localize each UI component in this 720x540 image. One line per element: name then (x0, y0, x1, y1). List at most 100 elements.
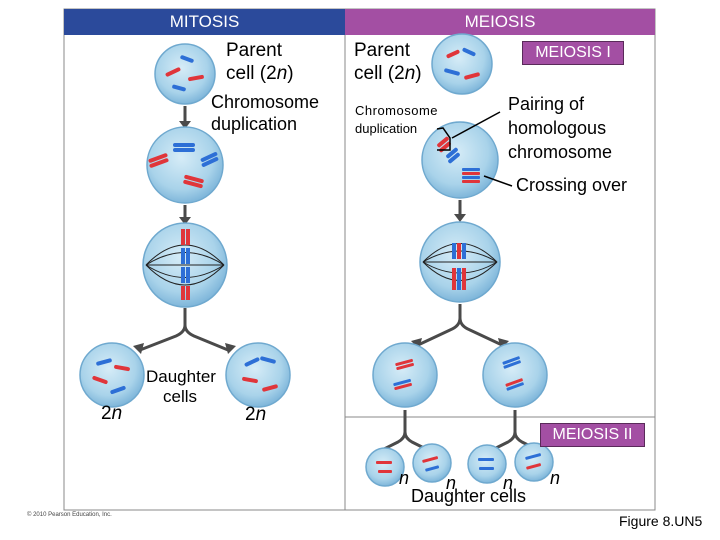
chromosome-icon (505, 378, 523, 387)
pointer-line (451, 111, 501, 139)
chromosome-icon (92, 375, 108, 385)
mitosis-metaphase-cell (142, 222, 228, 308)
haploid-label-3: n (503, 473, 514, 493)
arrow-icon (458, 317, 503, 347)
chromosome-icon (110, 385, 126, 395)
chromosome-icon (186, 286, 190, 300)
meiosis-header: MEIOSIS (464, 12, 536, 31)
chromosome-icon (448, 152, 460, 164)
cell-icon (225, 342, 291, 408)
chromosome-icon (395, 358, 413, 367)
chromosome-icon (173, 148, 195, 152)
chromosome-icon (96, 358, 112, 366)
bracket-line (436, 127, 451, 151)
meiosis-parent-cell (431, 33, 493, 95)
copyright-text: © 2010 Pearson Education, Inc. (27, 512, 112, 518)
chromosome-icon (393, 378, 411, 387)
chromosome-icon (503, 360, 521, 369)
arrow-icon (454, 214, 466, 222)
mitosis-duplication-label-line2: duplication (211, 114, 298, 134)
haploid-label-1: n (399, 468, 410, 488)
chromosome-icon (183, 179, 203, 189)
mitosis-daughter-label-line1: Daughter (146, 367, 216, 386)
mitosis-parent-cell (154, 43, 216, 105)
cell-icon (482, 342, 548, 408)
chromosome-icon (446, 147, 458, 159)
arrow-icon (183, 324, 229, 352)
chromosome-icon (394, 382, 412, 391)
mitosis-parent-label-line1: Parent (226, 40, 282, 61)
pairing-label-line2: homologous (508, 118, 607, 138)
pointer-line (483, 175, 513, 187)
mitosis-header: MITOSIS (169, 12, 240, 31)
mitosis-daughter-label-line2: cells (163, 387, 198, 406)
chromosome-icon (181, 267, 185, 283)
meiosis-header-bar (345, 9, 655, 35)
pairing-label-line1: Pairing of (508, 94, 585, 114)
chromosome-icon (422, 456, 439, 463)
chromosome-icon (462, 176, 480, 179)
meiosis-duplication-label-line2: duplication (355, 121, 418, 136)
meiosis-daughter-cells-label: Daughter cells (411, 486, 527, 506)
chromosome-icon (502, 356, 520, 365)
crossing-over-label: Crossing over (516, 175, 628, 195)
cell-icon (365, 447, 405, 487)
chromosome-icon (165, 67, 181, 77)
chromosome-icon (437, 136, 449, 148)
arrow-icon (133, 343, 144, 354)
chromosome-icon (181, 248, 185, 264)
cell-icon (514, 442, 554, 482)
chromosome-icon (148, 153, 168, 163)
meiosis-1-tag: MEIOSIS I (522, 41, 624, 65)
pairing-label-line3: chromosome (508, 142, 613, 162)
mitosis-daughter-cell-right (225, 342, 291, 408)
meiosis-duplicated-cell (421, 121, 499, 199)
cell-icon (372, 342, 438, 408)
chromosome-icon (378, 470, 392, 473)
chromosome-icon (525, 453, 542, 460)
arrow-icon (403, 431, 433, 454)
cell-icon (431, 33, 493, 95)
chromosome-icon (464, 72, 480, 80)
meiosis1-product-cell-left (372, 342, 438, 408)
mitosis-duplication-label-line1: Chromosome (211, 92, 320, 112)
chromosome-icon (181, 229, 185, 245)
chromosome-icon (244, 357, 260, 367)
chromosome-icon (462, 243, 466, 259)
mitosis-left-ploidy: 2n (101, 403, 123, 424)
chromosome-icon (452, 268, 456, 290)
chromosome-icon (462, 268, 466, 290)
chromosome-icon (186, 248, 190, 264)
arrow-icon (179, 217, 191, 225)
chromosome-icon (462, 168, 480, 171)
chromosome-icon (149, 158, 169, 168)
arrow-icon (179, 121, 191, 129)
meiosis-daughter-cell-2 (412, 443, 452, 483)
mitosis-right-ploidy: 2n (245, 404, 267, 425)
chromosome-icon (444, 68, 460, 76)
chromosome-icon (173, 143, 195, 147)
cell-icon (79, 342, 145, 408)
mitosis-header-bar (64, 9, 345, 35)
mitosis-duplicated-cell (146, 126, 224, 204)
arrow-icon (513, 431, 543, 454)
cell-icon (467, 444, 507, 484)
chromosome-icon (462, 180, 480, 183)
meiosis-2-tag: MEIOSIS II (540, 423, 645, 447)
meiosis-daughter-cell-3 (467, 444, 507, 484)
figure-caption: Figure 8.UN5 (619, 513, 703, 529)
chromosome-icon (200, 152, 218, 162)
chromosome-icon (462, 172, 480, 175)
chromosome-icon (180, 55, 194, 63)
chromosome-icon (457, 243, 461, 259)
chromosome-icon (396, 362, 414, 371)
chromosome-icon (181, 286, 185, 300)
mitosis-parent-label-line2: cell (2n) (226, 63, 294, 84)
chromosome-icon (260, 356, 276, 364)
chromosome-icon (506, 382, 524, 391)
chromosome-icon (242, 376, 258, 384)
chromosome-icon (188, 74, 204, 82)
chromosome-icon (452, 243, 456, 259)
haploid-label-4: n (550, 468, 561, 488)
cell-icon (412, 443, 452, 483)
